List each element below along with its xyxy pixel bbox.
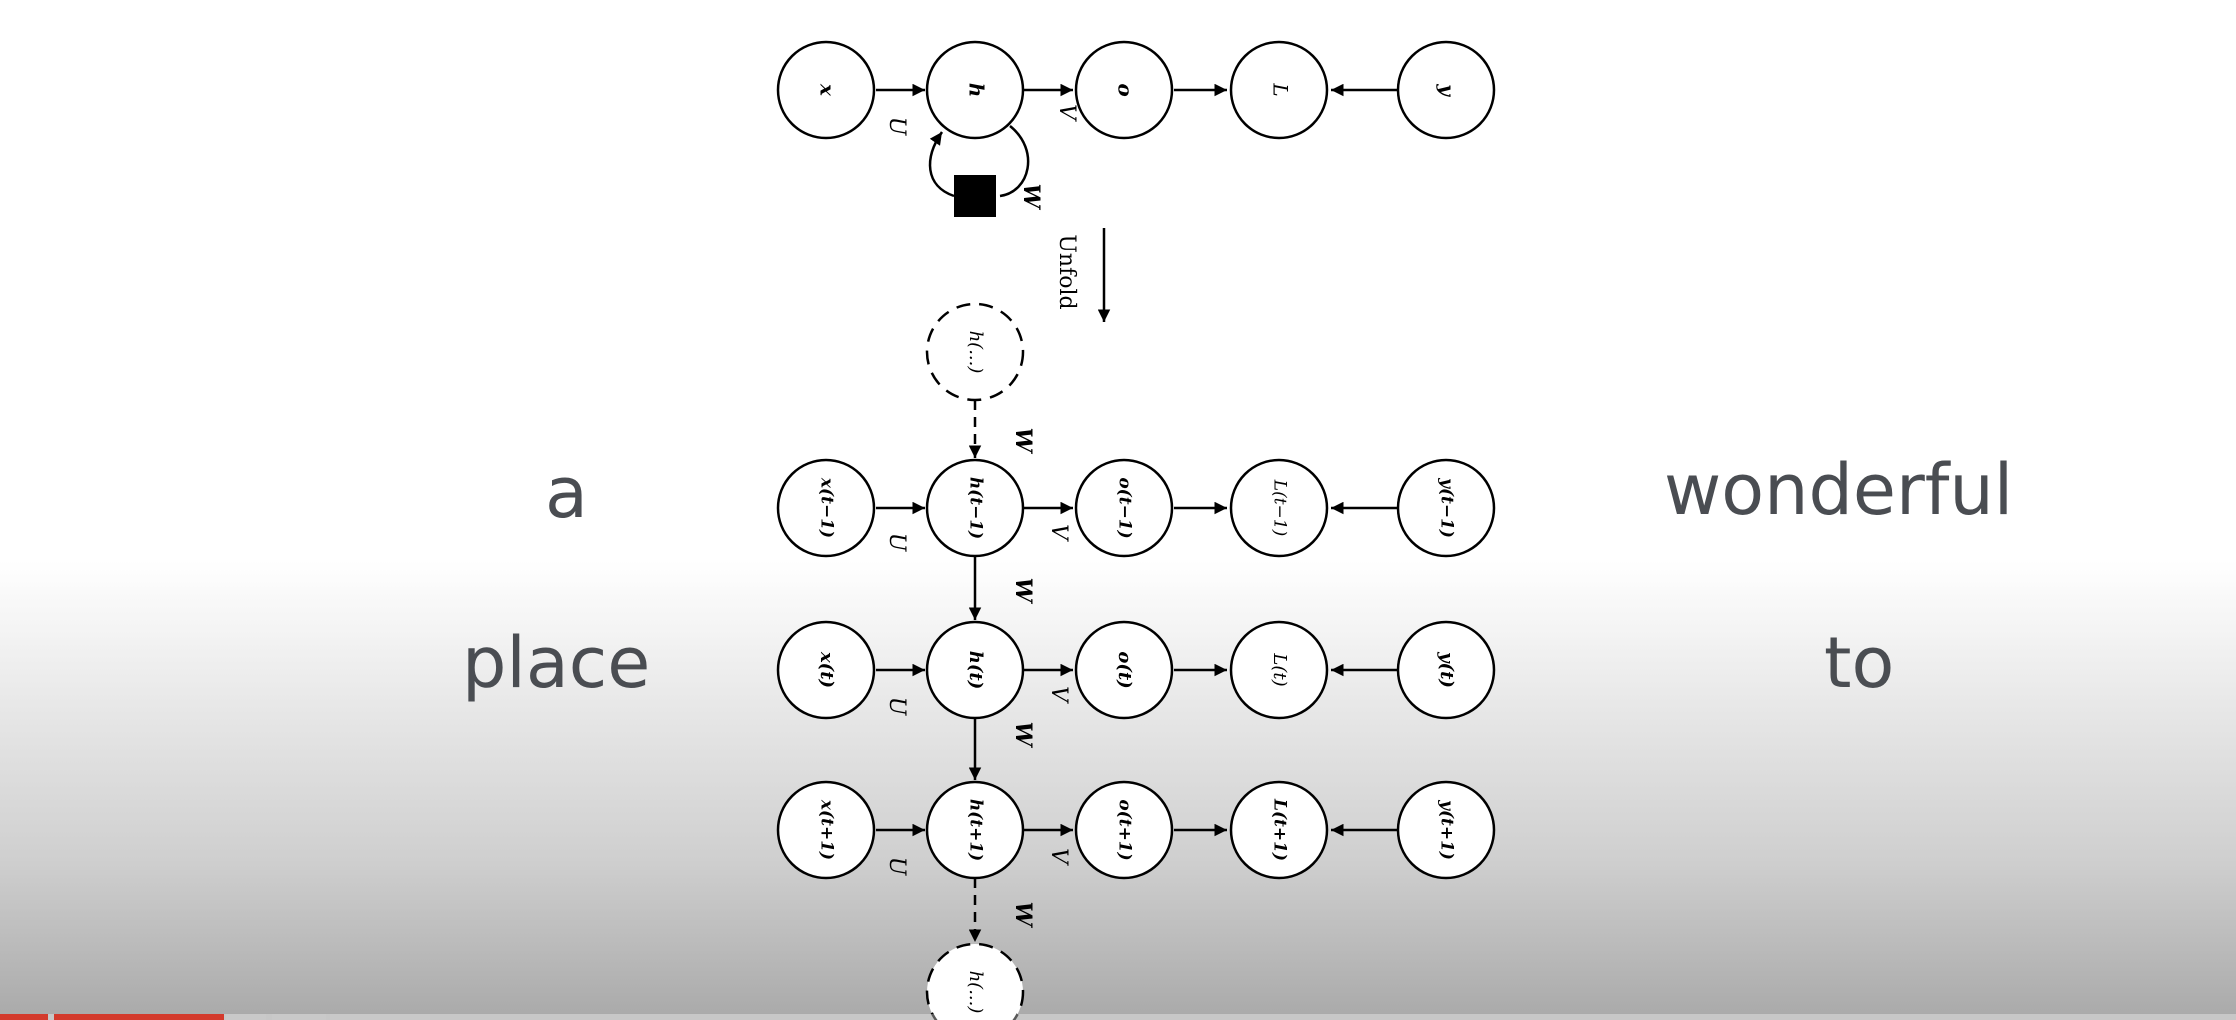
edge-label-u-t-plus-1: U xyxy=(884,857,909,877)
label-h-t: h(t) xyxy=(965,651,986,689)
node-o-t-plus-1 xyxy=(1074,780,1174,880)
delay-square xyxy=(954,175,996,217)
edge-label-u: U xyxy=(884,117,909,137)
edge-label-v-t-plus-1: V xyxy=(1046,848,1071,866)
edge-label-w-2: W xyxy=(1010,722,1036,749)
node-y xyxy=(1396,40,1496,140)
unfold-arrow: Unfold xyxy=(1054,228,1111,322)
label-h-t-minus-1: h(t−1) xyxy=(966,477,986,539)
node-x-t-minus-1 xyxy=(776,458,876,558)
label-h-dots-bottom: h(...) xyxy=(965,971,986,1014)
row-t-plus-1: x(t+1) h(t+1) o(t+1) L(t+1) y(t+1) U V xyxy=(776,780,1496,880)
node-y-t-minus-1 xyxy=(1396,458,1496,558)
node-o-t xyxy=(1074,620,1174,720)
edge-label-u-t: U xyxy=(884,697,909,717)
label-L-t-minus-1: L(t−1) xyxy=(1270,479,1290,536)
label-L-t-plus-1: L(t+1) xyxy=(1270,798,1290,861)
label-L: L xyxy=(1269,82,1293,96)
label-x-t-minus-1: x(t−1) xyxy=(817,477,837,538)
edge-label-w-1: W xyxy=(1010,578,1036,605)
node-h xyxy=(925,40,1025,140)
node-x-t xyxy=(776,620,876,720)
node-L-t-minus-1 xyxy=(1229,458,1329,558)
node-L xyxy=(1229,40,1329,140)
node-L-t-plus-1 xyxy=(1229,780,1329,880)
label-h-dots-top: h(...) xyxy=(965,331,986,374)
edge-label-w-top: W xyxy=(1010,428,1036,455)
label-h-t-plus-1: h(t+1) xyxy=(966,799,986,861)
row-t: x(t) h(t) o(t) L(t) y(t) U V xyxy=(776,620,1496,720)
label-y-t: y(t) xyxy=(1436,651,1457,688)
label-L-t: L(t) xyxy=(1269,652,1290,686)
label-o-t-minus-1: o(t−1) xyxy=(1115,477,1135,538)
node-y-t xyxy=(1396,620,1496,720)
label-x-t: x(t) xyxy=(816,651,837,688)
node-L-t xyxy=(1229,620,1329,720)
node-o xyxy=(1074,40,1174,140)
progress-played-start xyxy=(0,1014,48,1020)
word-place: place xyxy=(462,622,651,704)
label-o-t-plus-1: o(t+1) xyxy=(1115,799,1135,860)
video-progress-bar[interactable] xyxy=(0,1014,2236,1020)
edge-label-u-t-minus-1: U xyxy=(884,533,909,553)
node-o-t-minus-1 xyxy=(1074,458,1174,558)
edge-label-v-t-minus-1: V xyxy=(1046,524,1071,542)
folded-graph: x h o L y U V W xyxy=(776,40,1496,217)
edge-label-v: V xyxy=(1054,104,1079,122)
node-x-t-plus-1 xyxy=(776,780,876,880)
progress-buffered-3 xyxy=(330,1014,430,1020)
progress-played xyxy=(54,1014,224,1020)
word-a: a xyxy=(545,452,588,534)
row-t-minus-1: x(t−1) h(t−1) o(t−1) L(t−1) y(t−1) U V xyxy=(776,458,1496,558)
node-h-dots-bottom xyxy=(925,942,1025,1020)
label-y-t-minus-1: y(t−1) xyxy=(1437,477,1457,538)
label-x: x xyxy=(816,83,840,97)
unfolded-graph: h(...) W x(t−1) h(t−1) o(t−1) L(t−1) y(t… xyxy=(776,302,1496,1020)
edge-label-v-t: V xyxy=(1046,686,1071,704)
progress-buffered xyxy=(226,1014,266,1020)
label-o: o xyxy=(1114,83,1138,96)
node-x xyxy=(776,40,876,140)
edge-label-w-3: W xyxy=(1010,902,1036,929)
label-y: y xyxy=(1436,83,1460,97)
progress-buffered-2 xyxy=(272,1014,326,1020)
label-x-t-plus-1: x(t+1) xyxy=(817,799,837,860)
edge-label-w: W xyxy=(1018,184,1044,211)
word-to: to xyxy=(1824,622,1895,704)
node-y-t-plus-1 xyxy=(1396,780,1496,880)
word-wonderful: wonderful xyxy=(1664,449,2014,531)
label-h: h xyxy=(965,83,989,98)
label-y-t-plus-1: y(t+1) xyxy=(1437,799,1457,860)
label-o-t: o(t) xyxy=(1114,651,1135,688)
unfold-label: Unfold xyxy=(1054,234,1079,309)
